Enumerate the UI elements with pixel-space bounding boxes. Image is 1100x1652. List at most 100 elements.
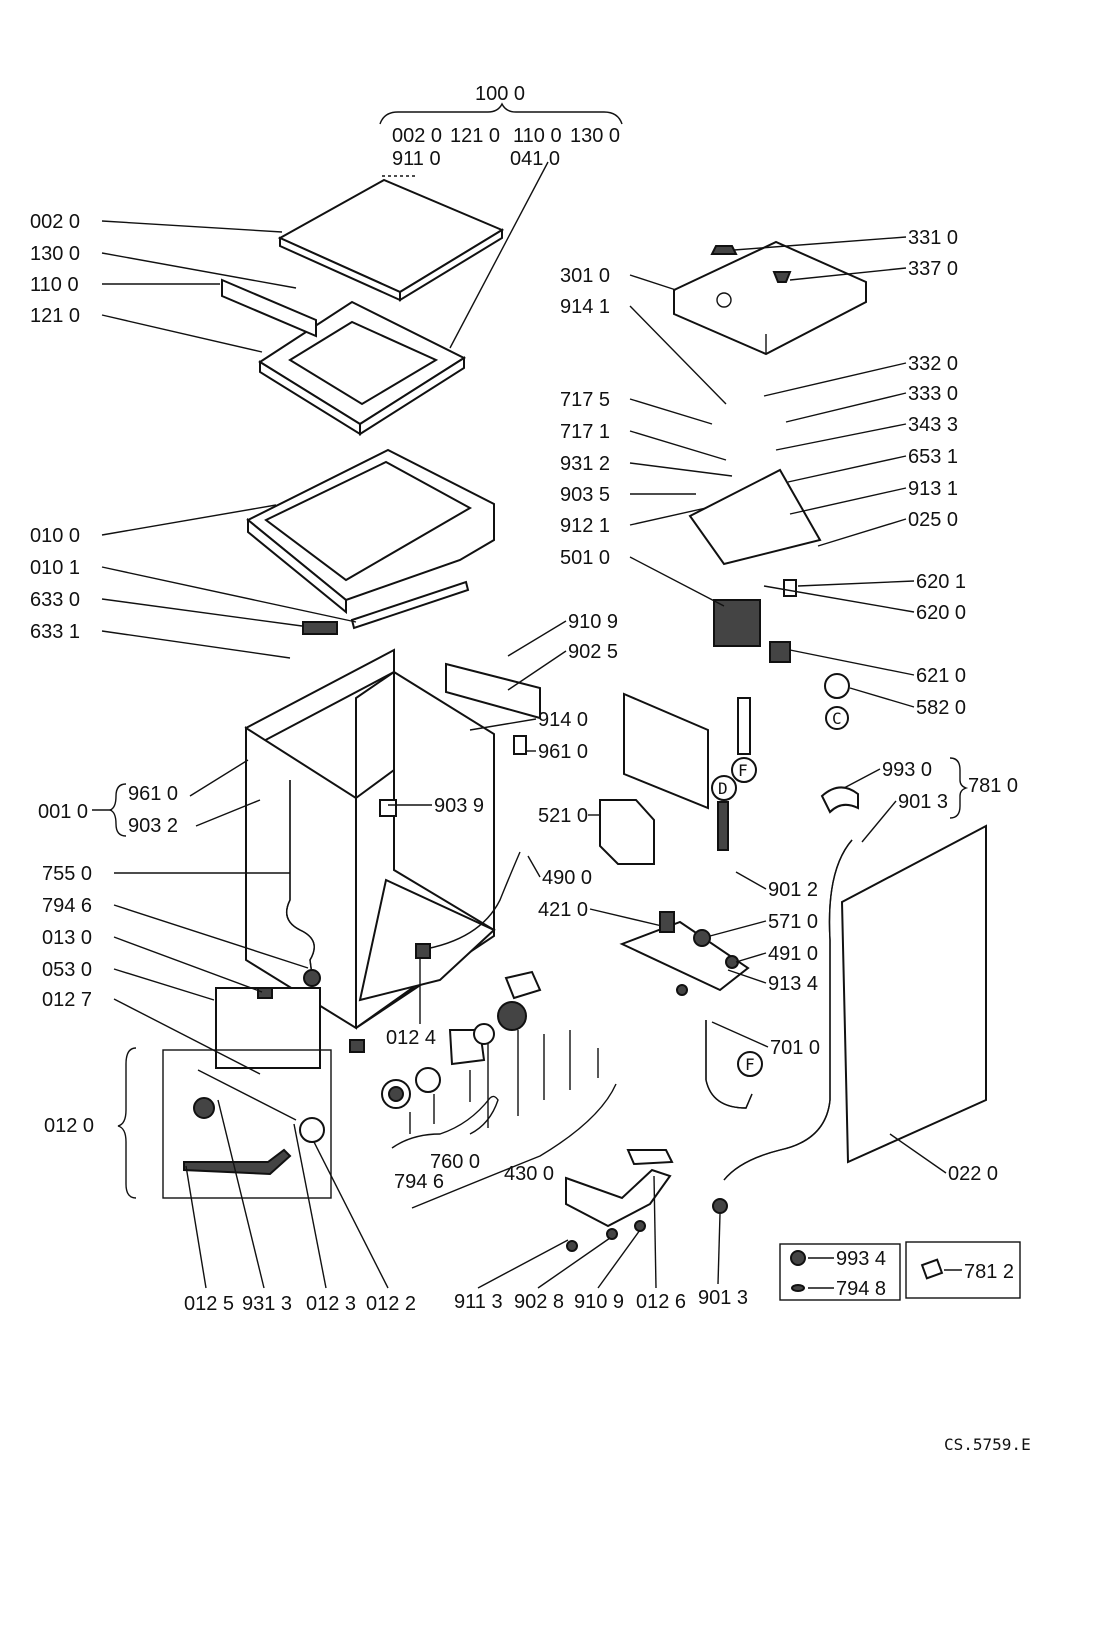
group-012-label: 012 0 xyxy=(44,1115,94,1137)
single-part-781-2: 781 2 xyxy=(964,1261,1014,1283)
callout-332-0: 332 0 xyxy=(908,353,958,375)
callout-012-4: 012 4 xyxy=(386,1027,436,1049)
callout-961-0-b: 961 0 xyxy=(538,741,588,763)
part-tag-f-b: F xyxy=(745,1055,755,1074)
callout-343-3: 343 3 xyxy=(908,414,958,436)
callout-901-3-b: 901 3 xyxy=(698,1287,748,1309)
group-100-item-3: 110 0 xyxy=(513,125,562,147)
callout-491-0: 491 0 xyxy=(768,943,818,965)
part-tag-c: C xyxy=(832,709,842,728)
control-assembly: C xyxy=(673,240,867,730)
callout-582-0: 582 0 xyxy=(916,697,966,719)
lower-callouts: 901 2 571 0 491 0 913 4 701 0 022 0 xyxy=(709,871,998,1185)
callout-931-2: 931 2 xyxy=(560,453,610,475)
pump-group-430-0: 430 0 xyxy=(504,1163,554,1185)
callout-633-0: 633 0 xyxy=(30,589,80,611)
callout-911-3: 911 3 xyxy=(454,1291,503,1313)
group-100-label: 100 0 xyxy=(475,83,525,105)
legend-794-8: 794 8 xyxy=(836,1278,886,1300)
pump-group-794-6: 794 6 xyxy=(394,1171,444,1193)
group-100-item-1: 002 0 xyxy=(392,125,442,147)
callout-521-0: 521 0 xyxy=(538,805,588,827)
callout-914-0: 914 0 xyxy=(538,709,588,731)
right-callouts: 331 0 337 0 301 0 914 1 332 0 333 0 343 … xyxy=(560,227,966,719)
part-tag-f-a: F xyxy=(738,761,748,780)
callout-910-9-a: 910 9 xyxy=(568,611,618,633)
callout-794-6-a: 794 6 xyxy=(42,895,92,917)
callout-633-1: 633 1 xyxy=(30,621,80,643)
callout-012-6: 012 6 xyxy=(636,1291,686,1313)
part-tag-d: D xyxy=(718,779,728,798)
group-012-item-1: 012 5 xyxy=(184,1293,234,1315)
callout-010-0: 010 0 xyxy=(30,525,80,547)
callout-110-0: 110 0 xyxy=(30,274,79,296)
middle-callouts: 910 9 902 5 914 0 961 0 903 9 521 0 490 … xyxy=(386,611,663,1049)
group-012: 012 0 012 5 931 3 012 3 012 2 xyxy=(44,1047,416,1315)
callout-621-0: 621 0 xyxy=(916,665,966,687)
group-012-item-3: 012 3 xyxy=(306,1293,356,1315)
left-callouts: 002 0 130 0 110 0 121 0 010 0 010 1 633 … xyxy=(30,161,549,659)
callout-025-0: 025 0 xyxy=(908,509,958,531)
callout-620-0: 620 0 xyxy=(916,602,966,624)
callout-022-0: 022 0 xyxy=(948,1163,998,1185)
lid-frame xyxy=(221,278,467,436)
callout-717-5: 717 5 xyxy=(560,389,610,411)
group-012-item-2: 931 3 xyxy=(242,1293,292,1315)
callout-571-0: 571 0 xyxy=(768,911,818,933)
callout-620-1: 620 1 xyxy=(916,571,966,593)
group-100-item-5: 911 0 xyxy=(392,148,441,170)
hose-callouts: 993 0 901 3 781 0 xyxy=(843,757,1018,843)
cabinet xyxy=(215,648,541,1069)
group-100-header: 100 0 002 0 121 0 110 0 130 0 911 0 041 … xyxy=(379,83,623,170)
callout-053-0: 053 0 xyxy=(42,959,92,981)
lid-panel xyxy=(277,178,505,302)
callout-701-0: 701 0 xyxy=(770,1037,820,1059)
drawing-reference: CS.5759.E xyxy=(944,1435,1031,1454)
callout-337-0: 337 0 xyxy=(908,258,958,280)
valve-assembly xyxy=(619,911,750,996)
callout-013-0: 013 0 xyxy=(42,927,92,949)
mounting-bracket xyxy=(565,1149,674,1252)
callout-903-2: 903 2 xyxy=(128,815,178,837)
group-100-item-6: 041 0 xyxy=(510,148,560,170)
callout-012-7: 012 7 xyxy=(42,989,92,1011)
callout-910-9-b: 910 9 xyxy=(574,1291,624,1313)
callout-902-5: 902 5 xyxy=(568,641,618,663)
group-100-item-2: 121 0 xyxy=(450,125,500,147)
callout-901-2: 901 2 xyxy=(768,879,818,901)
worktop xyxy=(246,448,495,635)
pump-group-760-0: 760 0 xyxy=(430,1151,480,1173)
callout-653-1: 653 1 xyxy=(908,446,958,468)
legend-box: 993 4 794 8 xyxy=(779,1243,901,1301)
callout-903-5: 903 5 xyxy=(560,484,610,506)
legend-993-4: 993 4 xyxy=(836,1248,886,1270)
callout-130-0: 130 0 xyxy=(30,243,80,265)
hose-group-label: 781 0 xyxy=(968,775,1018,797)
callout-903-9: 903 9 xyxy=(434,795,484,817)
callout-961-0-a: 961 0 xyxy=(128,783,178,805)
callout-501-0: 501 0 xyxy=(560,547,610,569)
callout-121-0: 121 0 xyxy=(30,305,80,327)
cabinet-callouts: 001 0 961 0 903 2 755 0 794 6 013 0 053 … xyxy=(38,759,309,1075)
callout-913-4: 913 4 xyxy=(768,973,818,995)
callout-901-3-a: 901 3 xyxy=(898,791,948,813)
callout-002-0: 002 0 xyxy=(30,211,80,233)
bottom-row-callouts: 911 3 902 8 910 9 012 6 901 3 xyxy=(454,1175,748,1313)
callout-717-1: 717 1 xyxy=(560,421,610,443)
single-part-box: 781 2 xyxy=(905,1241,1021,1299)
callout-301-0: 301 0 xyxy=(560,265,610,287)
callout-913-1: 913 1 xyxy=(908,478,958,500)
callout-010-1: 010 1 xyxy=(30,557,80,579)
callout-902-8: 902 8 xyxy=(514,1291,564,1313)
callout-333-0: 333 0 xyxy=(908,383,958,405)
callout-755-0: 755 0 xyxy=(42,863,92,885)
group-012-item-4: 012 2 xyxy=(366,1293,416,1315)
callout-001-0: 001 0 xyxy=(38,801,88,823)
callout-331-0: 331 0 xyxy=(908,227,958,249)
group-100-item-4: 130 0 xyxy=(570,125,620,147)
callout-912-1: 912 1 xyxy=(560,515,610,537)
callout-993-0: 993 0 xyxy=(882,759,932,781)
callout-490-0: 490 0 xyxy=(542,867,592,889)
side-panel-and-hose: F D F xyxy=(623,692,987,1214)
